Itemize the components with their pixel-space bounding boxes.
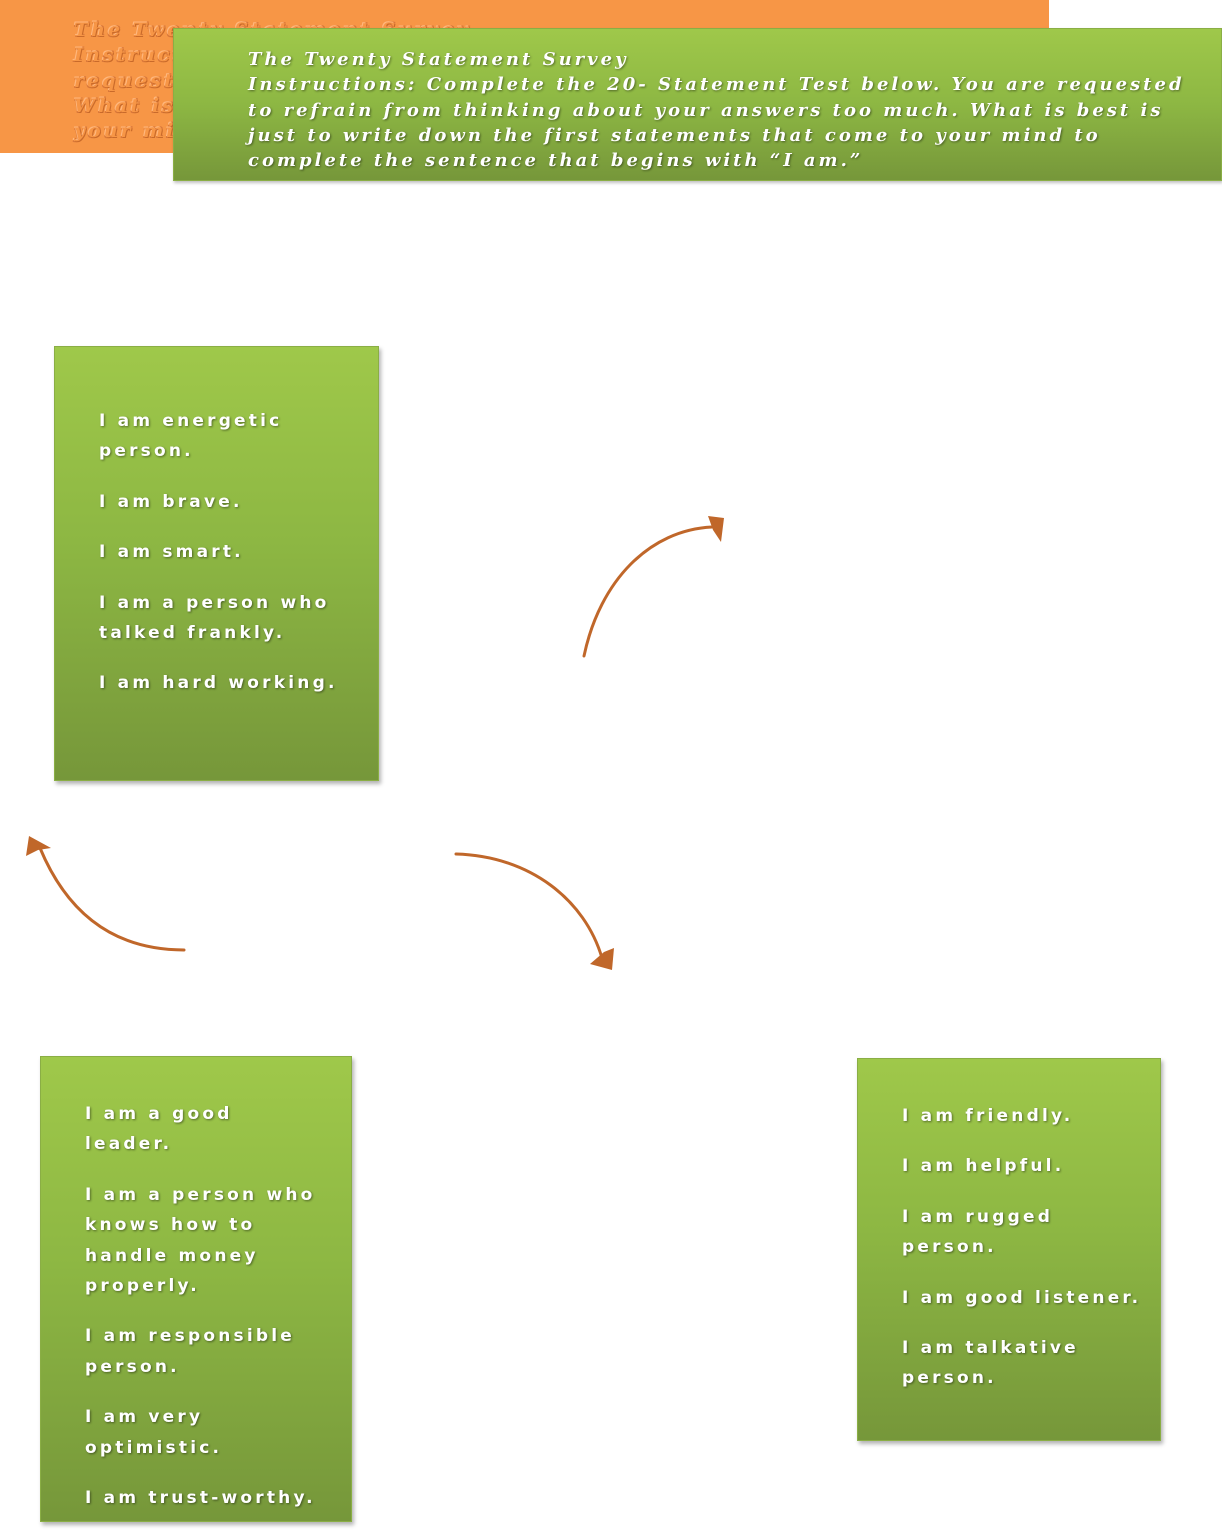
statement-card-top-left: I am energetic person. I am brave. I am …	[54, 346, 379, 781]
statement-item: I am hard working.	[99, 673, 338, 694]
statement-item: I am responsible person.	[85, 1326, 296, 1377]
header-text: The Twenty Statement Survey Instructions…	[248, 47, 1208, 173]
curved-arrow-up-right	[582, 516, 724, 658]
statement-card-bottom-right: I am friendly. I am helpful. I am rugged…	[857, 1058, 1161, 1441]
statement-item: I am energetic person.	[99, 411, 283, 462]
statement-item: I am smart.	[99, 542, 244, 563]
statement-card-bottom-left: I am a good leader. I am a person who kn…	[40, 1056, 352, 1522]
statement-item: I am very optimistic.	[85, 1407, 223, 1458]
survey-instructions: Instructions: Complete the 20- Statement…	[248, 74, 1185, 172]
statement-item: I am a good leader.	[85, 1104, 233, 1155]
statement-list: I am friendly. I am helpful. I am rugged…	[902, 1101, 1142, 1414]
statement-item: I am a person who talked frankly.	[99, 592, 330, 644]
survey-header-box: The Twenty Statement Survey Instructions…	[173, 28, 1222, 181]
statement-item: I am friendly.	[902, 1106, 1074, 1126]
statement-item: I am talkative person.	[902, 1338, 1079, 1389]
statement-list: I am a good leader. I am a person who kn…	[85, 1099, 325, 1533]
survey-title: The Twenty Statement Survey	[248, 49, 629, 70]
curved-arrow-down-right	[454, 852, 614, 970]
statement-item: I am helpful.	[902, 1156, 1065, 1177]
statement-item: I am trust-worthy.	[85, 1488, 316, 1509]
statement-item: I am brave.	[99, 491, 243, 512]
statement-list: I am energetic person. I am brave. I am …	[99, 406, 339, 719]
statement-item: I am rugged person.	[902, 1206, 1054, 1258]
statement-item: I am good listener.	[902, 1287, 1142, 1308]
statement-item: I am a person who knows how to handle mo…	[85, 1184, 316, 1297]
curved-arrow-up-left	[26, 836, 186, 952]
